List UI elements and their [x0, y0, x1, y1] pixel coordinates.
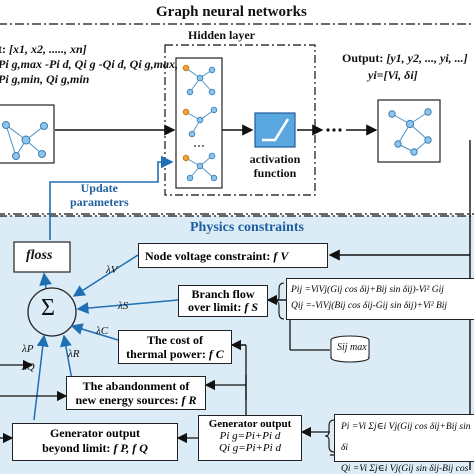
output-graph-box: [377, 99, 441, 163]
input-graph-art: [2, 121, 48, 160]
sum-node: [27, 287, 77, 337]
lambda-s-label: λS: [118, 300, 129, 312]
output-graph-art: [388, 108, 432, 156]
lambda-v-label: λV: [106, 264, 118, 276]
floss-box: [13, 241, 71, 273]
floss-label: floss: [26, 248, 53, 263]
output-label: Output: [y1, y2, ..., yi, ...] yi=[Vi, δ…: [342, 51, 468, 82]
lambda-c-label: λC: [96, 325, 109, 337]
branch-flow-equations: Pij =ViVj(Gij cos δij+Bij sin δij)-Vi² G…: [286, 278, 474, 320]
gnn-panel: [0, 23, 474, 215]
sum-symbol: Σ: [41, 295, 55, 321]
hidden-layer-panel: [164, 44, 316, 196]
lambda-p-label: λP: [22, 343, 34, 355]
input-label: t: [x1, x2, ....., xn] Pi g,max -Pi d, Q…: [0, 42, 178, 86]
capacity-cylinder: [330, 335, 370, 363]
physics-constraints-title: Physics constraints: [190, 220, 304, 235]
diagram-title: Graph neural networks: [156, 4, 307, 20]
lambda-q-label: λQ: [22, 361, 35, 373]
hidden-layer-label: Hidden layer: [188, 28, 256, 42]
lambda-r-label: λR: [68, 348, 80, 360]
activation-icon: [254, 112, 296, 148]
node-voltage-box: Node voltage constraint: f V: [138, 243, 328, 268]
generator-output-box: Generator output Pi g=Pi+Pi d Qi g=Pi+Pi…: [198, 415, 302, 461]
capacity-label: Sij max: [337, 342, 367, 353]
hidden-graph-art: [182, 64, 218, 182]
